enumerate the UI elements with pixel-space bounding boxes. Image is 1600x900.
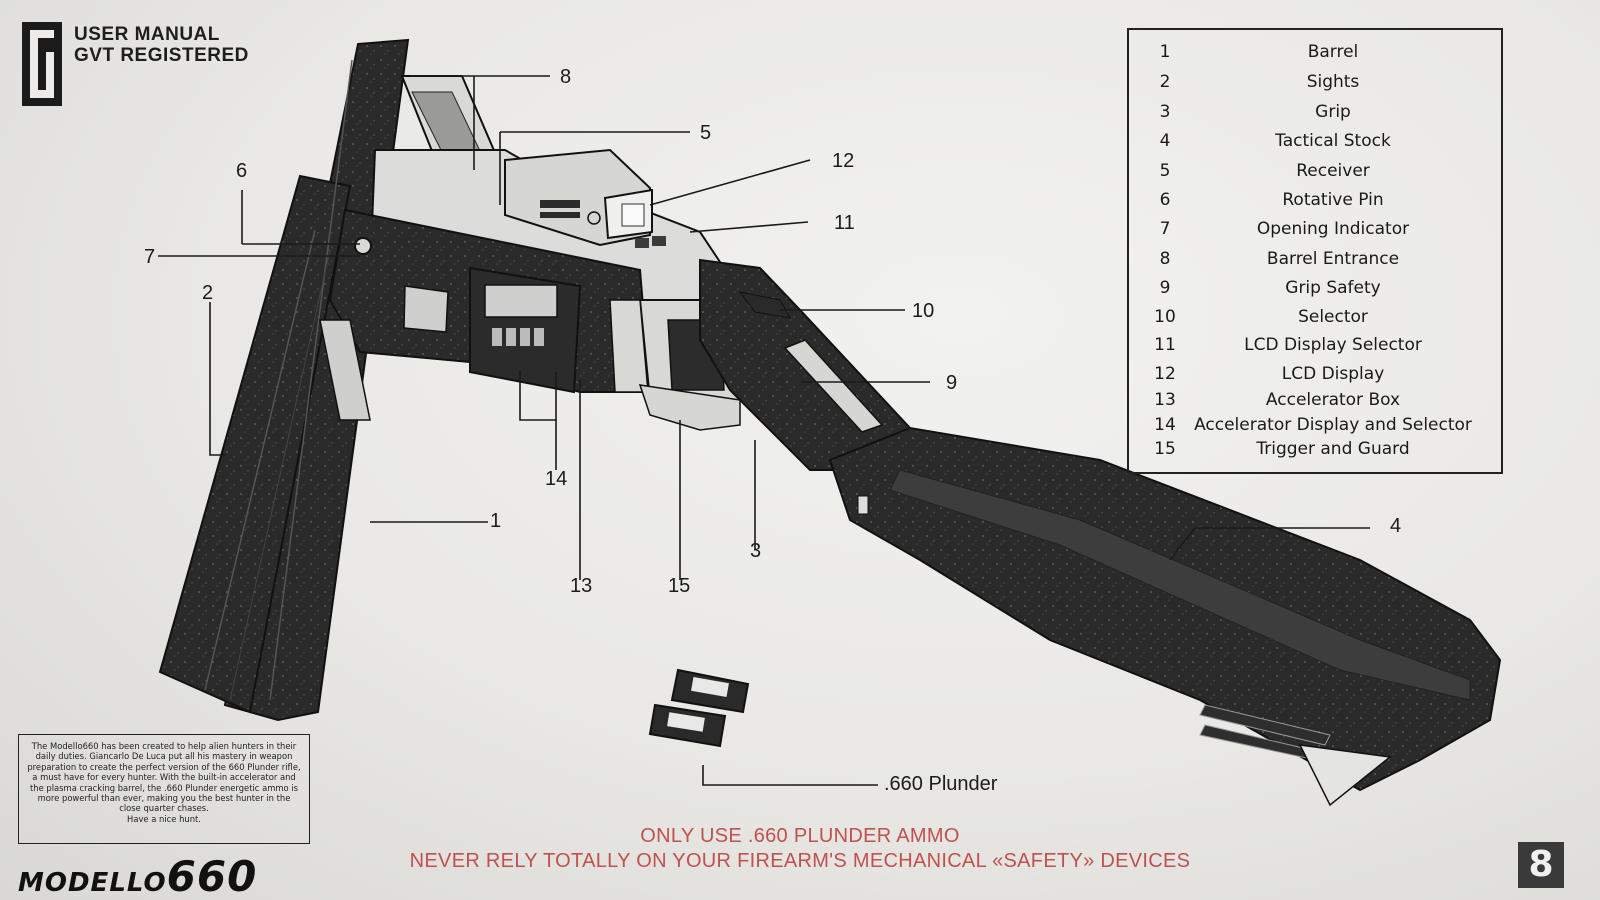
info-box: The Modello660 has been created to help … [18, 734, 310, 844]
brand-number: 660 [166, 852, 258, 900]
info-text: The Modello660 has been created to help … [27, 741, 301, 814]
info-signoff: Have a nice hunt. [127, 813, 201, 824]
header-gvt-registered: GVT REGISTERED [74, 45, 249, 66]
brand-logo: MODELLO660 [18, 852, 257, 900]
callout-14: 14 [545, 468, 568, 490]
callout-6: 6 [236, 160, 248, 182]
callout-9: 9 [946, 372, 958, 394]
callout-13: 13 [570, 575, 593, 597]
callout-12: 12 [832, 150, 855, 172]
trigger-guard-part [638, 384, 741, 431]
callout-7: 7 [144, 246, 156, 268]
warning-safety: NEVER RELY TOTALLY ON YOUR FIREARM'S MEC… [409, 850, 1191, 872]
ammo-cartridges [648, 668, 750, 748]
page-number: 8 [1518, 842, 1564, 888]
callout-8: 8 [560, 66, 572, 88]
callout-10: 10 [912, 300, 935, 322]
callout-4: 4 [1390, 515, 1402, 537]
header-user-manual: USER MANUAL [74, 24, 220, 45]
callout-1: 1 [490, 510, 502, 532]
ammo-label: .660 Plunder [884, 773, 998, 795]
callout-2: 2 [202, 282, 214, 304]
barrel-part [158, 38, 410, 722]
grip-part [699, 258, 912, 471]
lcd-display-part [504, 148, 666, 248]
brand-word: MODELLO [18, 868, 167, 898]
callout-11: 11 [834, 212, 855, 234]
g-monogram-icon [22, 22, 62, 106]
callout-15: 15 [668, 575, 691, 597]
callout-5: 5 [700, 122, 712, 144]
warning-ammo: ONLY USE .660 PLUNDER AMMO [640, 825, 960, 847]
tactical-stock-part [828, 426, 1502, 807]
callout-3: 3 [750, 540, 762, 562]
leader-lines [158, 75, 1370, 786]
